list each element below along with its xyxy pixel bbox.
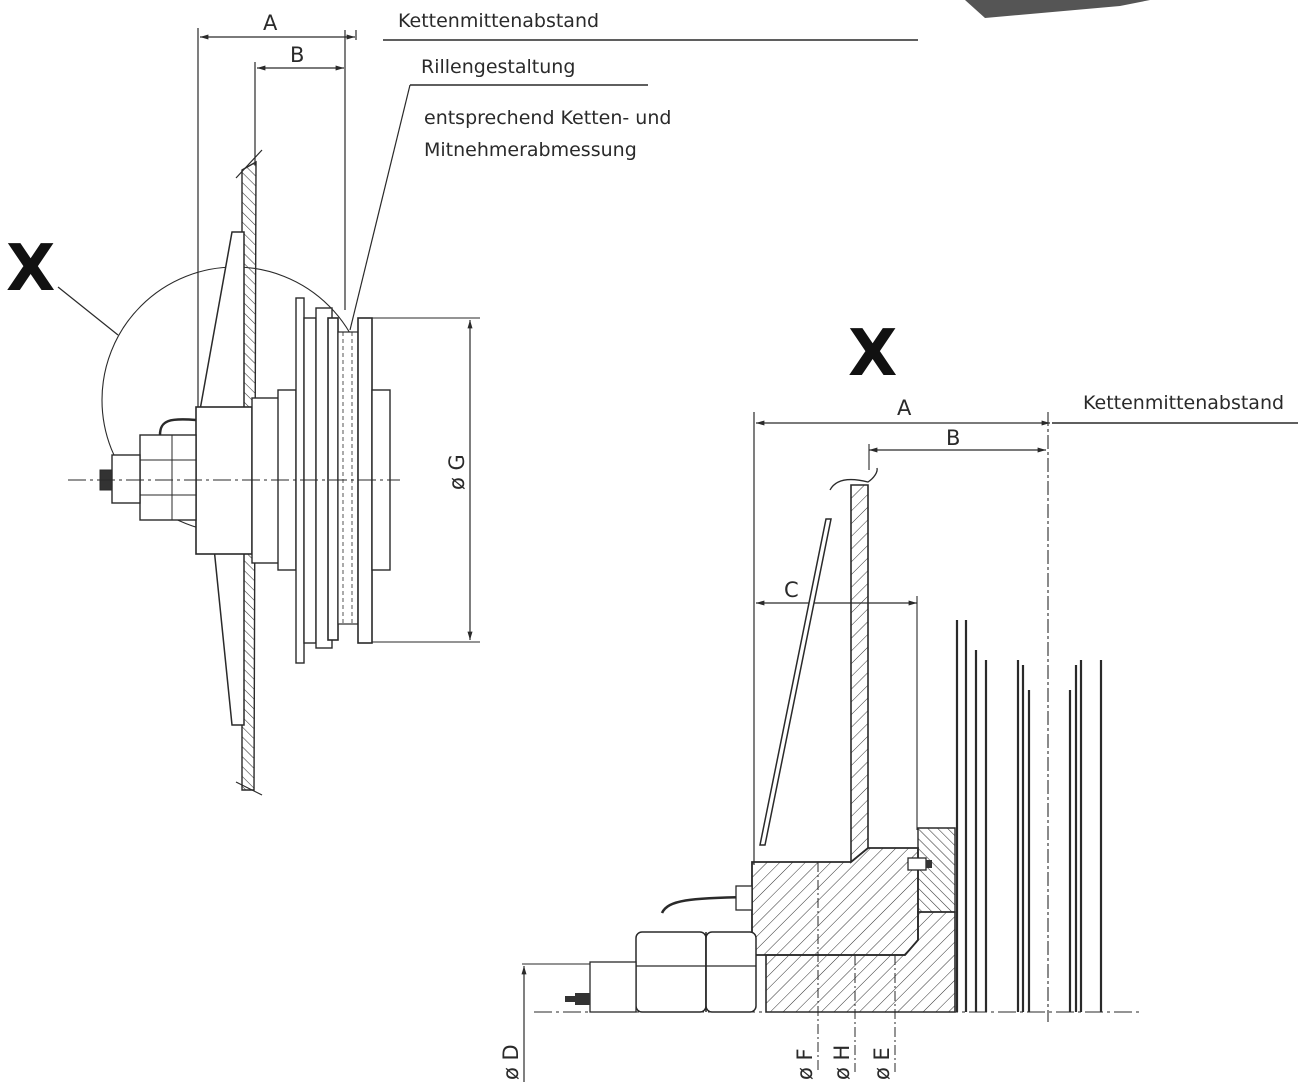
label-x-right: X [848,317,897,391]
dim-b-left: B [290,43,304,67]
label-rillengestaltung: Rillengestaltung [421,56,575,78]
left-view: A B Kettenmittenabstand Rillengestaltung… [6,10,918,796]
label-x-left: X [6,232,55,306]
label-kettenmittenabstand-right: Kettenmittenabstand [1083,392,1284,414]
corner-mark [965,0,1150,18]
right-view: X A Kettenmittenabstand B C [499,317,1298,1082]
dim-f: ø F [793,1048,817,1080]
label-kettenmittenabstand-top: Kettenmittenabstand [398,10,599,32]
dim-h: ø H [830,1045,854,1080]
label-groove-note-1: entsprechend Ketten- und [424,107,671,129]
label-groove-note-2: Mitnehmerabmessung [424,139,637,161]
dim-b-right: B [946,426,960,450]
dim-e: ø E [870,1047,894,1080]
dim-a-right: A [897,396,912,420]
dim-a-left: A [263,11,278,35]
dim-c: C [784,578,799,602]
dim-g: ø G [445,454,469,490]
dim-d: ø D [499,1044,523,1080]
